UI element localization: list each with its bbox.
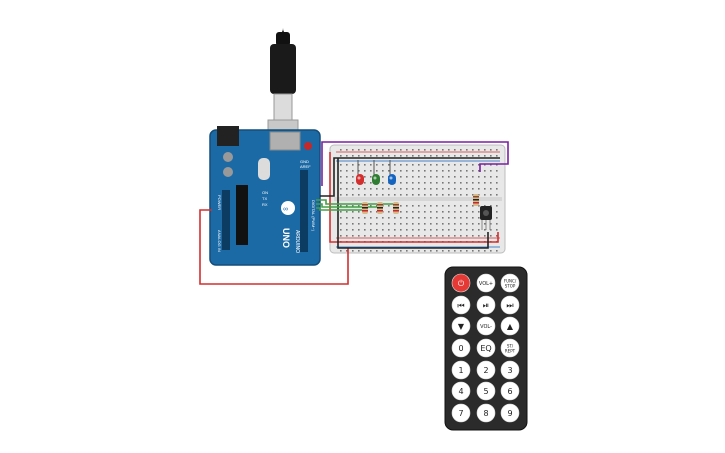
capacitor [223, 152, 233, 162]
remote-button-label: ⏯ [483, 301, 489, 310]
ir-remote[interactable]: ⏻ VOL+ FUNC/STOP ⏮ ⏯ ⏭ ▼ VOL- ▲ 0 EQ ST/REPT 1 2 3 4 5 6 7… [444, 266, 528, 431]
analog-header-label: ANALOG IN [217, 230, 222, 252]
remote-button-vol-down[interactable]: VOL- [476, 316, 496, 336]
gnd-label: GND [300, 159, 309, 164]
remote-button-seven[interactable]: 7 [451, 403, 471, 423]
crystal [258, 158, 270, 180]
remote-button-next[interactable]: ⏭ [500, 295, 520, 315]
remote-button-label: ▲ [507, 322, 514, 331]
resistor [362, 202, 368, 214]
resistor [377, 202, 383, 214]
resistors [362, 194, 479, 214]
remote-button-up[interactable]: ▲ [500, 316, 520, 336]
remote-button-nine[interactable]: 9 [500, 403, 520, 423]
remote-button-two[interactable]: 2 [476, 360, 496, 380]
green-wire-3 [316, 207, 364, 211]
remote-button-label: 7 [458, 409, 463, 418]
remote-button-grid: ⏻ VOL+ FUNC/STOP ⏮ ⏯ ⏭ ▼ VOL- ▲ 0 EQ ST/REPT 1 2 3 4 5 6 7… [451, 273, 520, 423]
remote-button-label: REPT [505, 349, 516, 354]
red-wire-2 [329, 152, 499, 243]
black-wire [320, 157, 500, 197]
remote-button-label: ST/ [507, 344, 514, 349]
remote-button-label: VOL+ [479, 281, 493, 287]
remote-button-one[interactable]: 1 [451, 360, 471, 380]
resistor [473, 194, 479, 206]
remote-button-func-stop[interactable]: FUNC/STOP [500, 273, 520, 293]
remote-button-label: ▼ [458, 322, 465, 331]
remote-button-zero[interactable]: 0 [451, 338, 471, 358]
remote-button-down[interactable]: ▼ [451, 316, 471, 336]
remote-button-label: 5 [483, 387, 488, 396]
remote-button-label: STOP [505, 284, 516, 289]
remote-button-label: ⏻ [458, 279, 465, 288]
blue-led [388, 174, 396, 185]
remote-button-label: FUNC/ [504, 279, 517, 284]
arduino-uno-board[interactable]: ∞ ARDUINO UNO POWER ANALOG IN DIGITAL (P… [209, 126, 321, 266]
remote-button-label: 2 [483, 366, 488, 375]
remote-button-eq[interactable]: EQ [476, 338, 496, 358]
atmega-chip [236, 185, 248, 245]
power-header-label: POWER [217, 195, 222, 210]
remote-button-three[interactable]: 3 [500, 360, 520, 380]
remote-button-label: 0 [458, 344, 463, 353]
remote-button-five[interactable]: 5 [476, 381, 496, 401]
digital-header-label: DIGITAL (PWM~) [311, 200, 316, 232]
remote-button-label: ⏭ [506, 301, 513, 310]
remote-button-six[interactable]: 6 [500, 381, 520, 401]
reset-button[interactable] [304, 142, 312, 150]
leds [356, 174, 396, 185]
ir-receiver [480, 206, 492, 230]
remote-button-label: 9 [507, 409, 512, 418]
arduino-brand-label: ARDUINO [294, 230, 300, 253]
digital-header [300, 170, 308, 252]
red-led [356, 174, 364, 185]
rx-label: RX [262, 202, 268, 207]
remote-button-label: ⏮ [457, 301, 464, 310]
usb-port [269, 131, 301, 151]
purple-wire [321, 141, 509, 186]
remote-button-label: 4 [458, 387, 463, 396]
tx-label: TX [262, 196, 267, 201]
red-wire [199, 209, 349, 285]
power-header [222, 190, 230, 250]
remote-button-vol-up[interactable]: VOL+ [476, 273, 496, 293]
wires [199, 141, 509, 285]
remote-button-st-rept[interactable]: ST/REPT [500, 338, 520, 358]
remote-button-eight[interactable]: 8 [476, 403, 496, 423]
remote-button-label: 8 [483, 409, 488, 418]
resistor [393, 202, 399, 214]
remote-button-power[interactable]: ⏻ [451, 273, 471, 293]
power-jack [217, 126, 239, 146]
on-label: ON [262, 190, 268, 195]
svg-text:∞: ∞ [283, 206, 288, 213]
remote-button-label: 1 [458, 366, 463, 375]
remote-button-label: EQ [480, 344, 491, 353]
arduino-model-label: UNO [281, 228, 291, 248]
usb-cable [267, 20, 299, 141]
remote-button-four[interactable]: 4 [451, 381, 471, 401]
remote-button-prev[interactable]: ⏮ [451, 295, 471, 315]
arduino-logo [281, 201, 295, 215]
black-wire-2 [337, 158, 489, 249]
remote-button-label: 6 [507, 387, 512, 396]
aref-label: AREF [300, 164, 311, 169]
remote-button-play-pause[interactable]: ⏯ [476, 295, 496, 315]
remote-button-label: 3 [507, 366, 512, 375]
capacitor [223, 167, 233, 177]
green-led [372, 174, 380, 185]
remote-button-label: VOL- [480, 324, 492, 330]
